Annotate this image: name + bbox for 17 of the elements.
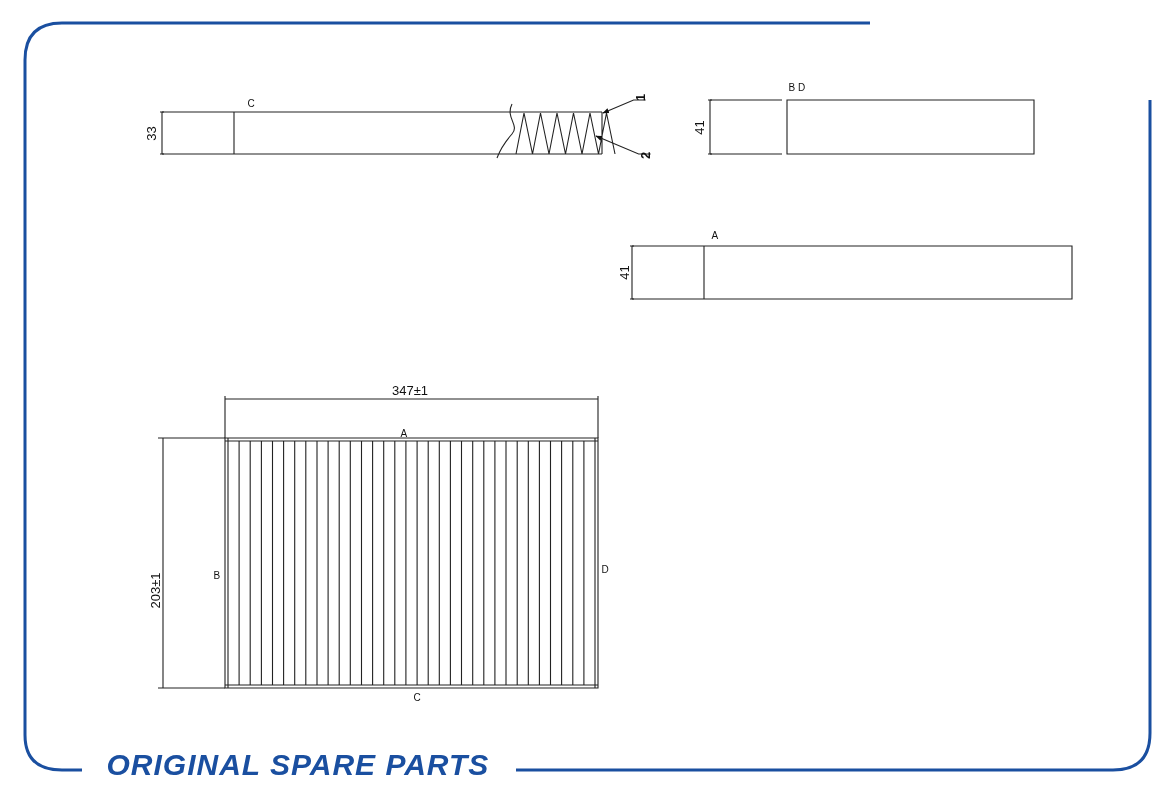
side-label: B xyxy=(213,571,221,581)
callout-number: 1 xyxy=(633,93,647,101)
callout-number: 2 xyxy=(638,151,652,159)
leader-line xyxy=(602,99,647,114)
dimension-text: 347±1 xyxy=(392,383,429,397)
dimension-text: 203±1 xyxy=(148,571,162,609)
dimension-text: 41 xyxy=(692,119,706,135)
dimension-text: 41 xyxy=(617,264,631,280)
side-label: A xyxy=(711,231,719,241)
side-label: A xyxy=(400,429,408,439)
leader-line xyxy=(595,135,652,155)
side-label: C xyxy=(247,99,255,109)
side-label: C xyxy=(413,693,421,703)
side-label: B D xyxy=(788,83,806,93)
slogan-text: ORIGINAL SPARE PARTS xyxy=(106,750,490,780)
dimension-text: 33 xyxy=(144,125,158,141)
side-label: D xyxy=(601,565,609,575)
